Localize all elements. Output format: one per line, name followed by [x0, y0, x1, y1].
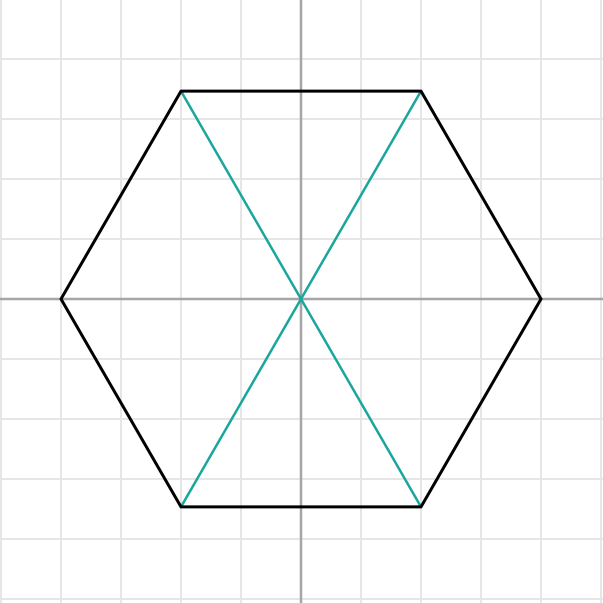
hexagon-outline	[59, 89, 543, 509]
hexagon-diagonal	[179, 89, 423, 509]
hexagon-figure	[59, 89, 543, 509]
